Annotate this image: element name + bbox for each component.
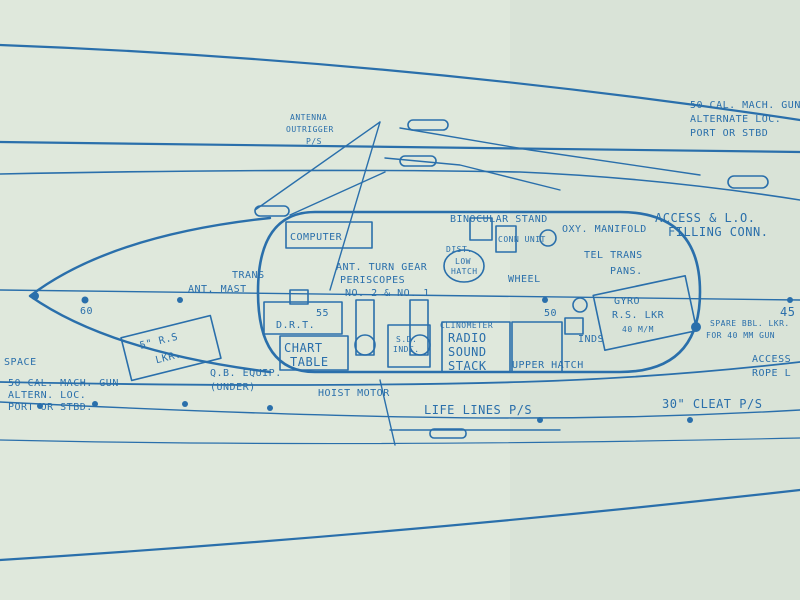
label-antenna: ANTENNA — [290, 113, 327, 122]
label-frame-45: 45 — [780, 305, 795, 319]
label-outrigger: OUTRIGGER — [286, 125, 334, 134]
label-clinometer: CLINOMETER — [440, 321, 493, 330]
label-rs-lkr-gyro: R.S. LKR — [612, 310, 665, 321]
label-oxy-manifold: OXY. MANIFOLD — [562, 224, 647, 235]
bow-outline — [28, 216, 272, 374]
label-low: LOW — [455, 257, 471, 266]
label-outrigger-ps: P/S — [306, 137, 322, 146]
label-frame-60: 60 — [80, 306, 93, 317]
label-chart: CHART — [284, 341, 323, 355]
label-hatch: HATCH — [451, 267, 478, 276]
label-computer: COMPUTER — [290, 232, 343, 243]
label-life-lines: LIFE LINES P/S — [424, 403, 532, 417]
label-sd: S.D. — [396, 335, 417, 344]
label-frame-55: 55 — [316, 308, 329, 319]
label-cal50-left-2: ALTERN. LOC. — [8, 390, 86, 401]
label-frame-50: 50 — [544, 308, 557, 319]
label-for-40mm-gun: FOR 40 MM GUN — [706, 331, 775, 340]
label-cal50-right-2: ALTERNATE LOC. — [690, 114, 781, 125]
label-ant-turn-gear: ANT. TURN GEAR — [336, 262, 428, 273]
label-periscope-numbers: NO. 2 & NO. 1 — [345, 288, 430, 299]
label-cal50-left-1: 50 CAL. MACH. GUN — [8, 378, 119, 389]
label-wheel: WHEEL — [508, 274, 541, 285]
label-cal50-right-3: PORT OR STBD — [690, 128, 768, 139]
label-under: (UNDER) — [210, 382, 256, 393]
label-gyro: GYRO — [614, 296, 640, 307]
label-hoist-motor: HOIST MOTOR — [318, 388, 390, 399]
label-indc: INDC. — [393, 345, 420, 354]
label-stack: STACK — [448, 359, 487, 373]
label-binocular-stand: BINOCULAR STAND — [450, 214, 548, 225]
label-5in-rs: 5" R.S — [139, 332, 180, 352]
callout-labels: ANTENNA OUTRIGGER P/S 50 CAL. MACH. GUN … — [4, 100, 800, 417]
label-pans: PANS. — [610, 266, 643, 277]
label-access-right: ACCESS — [752, 354, 791, 365]
label-sound: SOUND — [448, 345, 487, 359]
label-dist: DIST. — [446, 245, 473, 254]
label-40mm: 40 M/M — [622, 325, 654, 334]
label-upper-hatch: UPPER HATCH — [512, 360, 584, 371]
label-rope-l: ROPE L — [752, 368, 791, 379]
antenna-outrigger-wires — [254, 121, 701, 446]
label-filling-conn: FILLING CONN. — [668, 225, 768, 239]
label-inds: INDS — [578, 334, 604, 345]
stanchions — [31, 292, 793, 423]
label-qb-equip: Q.B. EQUIP. — [210, 368, 282, 379]
label-30in-cleat: 30" CLEAT P/S — [662, 397, 762, 411]
insulators — [254, 119, 769, 439]
label-radio: RADIO — [448, 331, 487, 345]
conning-tower-outline — [256, 210, 702, 374]
label-table: TABLE — [290, 355, 329, 369]
label-ant-mast: ANT. MAST — [188, 284, 247, 295]
label-drt: D.R.T. — [276, 320, 315, 331]
label-conn-unit: CONN UNIT — [498, 235, 546, 244]
label-periscopes: PERISCOPES — [340, 275, 405, 286]
label-cal50-right-1: 50 CAL. MACH. GUN — [690, 100, 800, 111]
hull-lines — [0, 43, 800, 562]
label-cal50-left-3: PORT OR STBD. — [8, 402, 93, 413]
label-spare-bbl: SPARE BBL. LKR. — [710, 319, 790, 328]
label-trans: TRANS — [232, 270, 265, 281]
interior-equipment — [263, 217, 698, 373]
label-tel-trans: TEL TRANS — [584, 250, 643, 261]
label-access-lo: ACCESS & L.O. — [655, 211, 755, 225]
rs-locker-box — [120, 314, 222, 382]
label-space: SPACE — [4, 357, 37, 368]
